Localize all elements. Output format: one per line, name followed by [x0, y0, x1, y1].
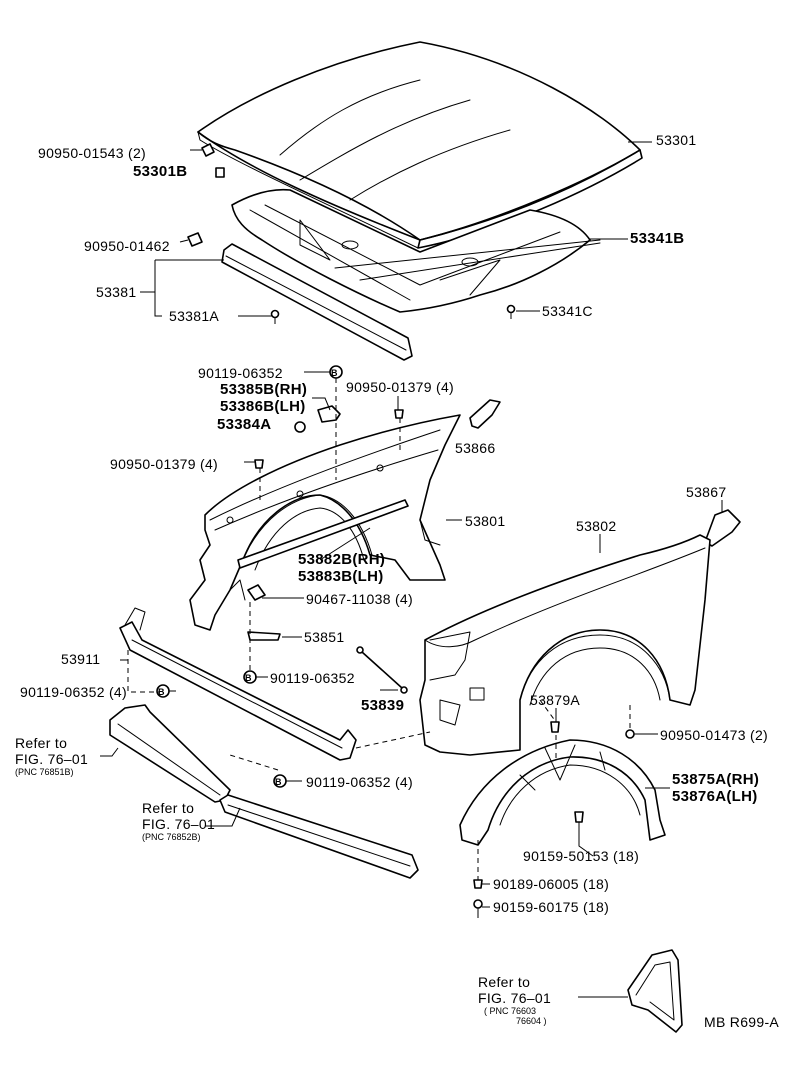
apron-seal-strip: [237, 499, 409, 569]
ref-pnc: (PNC 76851B): [15, 767, 74, 777]
front-spoiler-left: [109, 704, 231, 803]
hood-inner-panel: [231, 188, 601, 313]
suffix-rh: (RH): [726, 771, 760, 788]
label-53883B: 53883B(LH): [298, 568, 384, 585]
suffix-lh: (LH): [726, 788, 758, 805]
label-53301: 53301: [656, 132, 697, 148]
mud-flap: [627, 949, 683, 1033]
ref-line2: FIG. 76–01: [478, 990, 552, 1006]
support-bracket: [247, 631, 281, 641]
seal-53866: [469, 399, 501, 429]
label-53867: 53867: [686, 484, 727, 500]
label-90950-01473: 90950-01473 (2): [660, 727, 769, 743]
label-53911: 53911: [61, 651, 101, 667]
label-53341B: 53341B: [630, 230, 685, 247]
reference-note-3: Refer to FIG. 76–01 ( PNC 76603 76604 ): [478, 974, 551, 1026]
hood-support-rod: [356, 646, 408, 694]
label-53882B: 53882B(RH): [298, 551, 386, 568]
ref-pnc-2: 76604 ): [516, 1016, 547, 1026]
label-53386B: 53386B(LH): [220, 398, 306, 415]
suffix-lh: (LH): [352, 568, 384, 585]
label-90119-06352-mid: 90119-06352: [270, 670, 355, 686]
suffix-rh: (RH): [352, 551, 386, 568]
hood-front-molding: [221, 243, 413, 361]
label-90950-01543: 90950-01543 (2): [38, 145, 147, 161]
hood-clips: [187, 143, 516, 324]
ref-line1: Refer to: [478, 974, 531, 990]
bolt-symbol-letter: B: [331, 368, 338, 378]
label-90950-01379-b: 90950-01379 (4): [110, 456, 219, 472]
label-53341C: 53341C: [542, 303, 593, 319]
label-53876A: 53876A(LH): [672, 788, 758, 805]
reference-note-1: Refer to FIG. 76–01 (PNC 76851B): [15, 735, 88, 777]
label-53839: 53839: [361, 697, 405, 714]
suffix-rh: (RH): [274, 381, 308, 398]
label-90189-06005: 90189-06005 (18): [493, 876, 610, 892]
fender-liner: [459, 739, 666, 846]
label-90950-01379-a: 90950-01379 (4): [346, 379, 455, 395]
ref-pnc: (PNC 76852B): [142, 832, 201, 842]
label-53851: 53851: [304, 629, 345, 645]
label-53802: 53802: [576, 518, 617, 534]
label-53866: 53866: [455, 440, 496, 456]
label-53385B: 53385B(RH): [220, 381, 308, 398]
label-53381: 53381: [96, 284, 137, 300]
label-53801: 53801: [465, 513, 506, 529]
assembly-dash-lines: [127, 378, 631, 880]
ref-pnc: ( PNC 76603: [484, 1006, 537, 1016]
label-90119-06352-top: 90119-06352: [198, 365, 283, 381]
leader-lines: [100, 141, 723, 998]
seal-53867: [704, 509, 741, 547]
suffix-lh: (LH): [274, 398, 306, 415]
fender-apron: [189, 414, 461, 631]
bolt-symbol-letter: B: [245, 673, 252, 683]
label-53381A: 53381A: [169, 308, 220, 324]
drawing-id: MB R699-A: [704, 1014, 780, 1030]
radiator-support-panel: [119, 607, 357, 761]
ref-line1: Refer to: [15, 735, 68, 751]
bolt-symbol-letter: B: [158, 687, 165, 697]
clip-90467: [247, 584, 266, 601]
fasteners-bottom: [473, 721, 635, 918]
front-fender: [419, 534, 711, 756]
label-53301B: 53301B: [133, 163, 188, 180]
hood-lock-bracket: [254, 365, 404, 469]
reference-note-2: Refer to FIG. 76–01 (PNC 76852B): [142, 800, 215, 842]
ref-line2: FIG. 76–01: [142, 816, 216, 832]
label-90119-06352-left: 90119-06352 (4): [20, 684, 127, 700]
label-90159-50153: 90159-50153 (18): [523, 848, 640, 864]
label-90119-06352-bot: 90119-06352 (4): [306, 774, 413, 790]
ref-line1: Refer to: [142, 800, 195, 816]
front-spoiler-right: [219, 794, 419, 879]
bolt-symbol-letter: B: [275, 777, 282, 787]
label-90950-01462: 90950-01462: [84, 238, 170, 254]
label-90467-11038: 90467-11038 (4): [306, 591, 413, 607]
label-53879A: 53879A: [530, 692, 581, 708]
label-53384A: 53384A: [217, 416, 272, 433]
ref-line2: FIG. 76–01: [15, 751, 89, 767]
label-90159-60175: 90159-60175 (18): [493, 899, 610, 915]
label-53875A: 53875A(RH): [672, 771, 760, 788]
